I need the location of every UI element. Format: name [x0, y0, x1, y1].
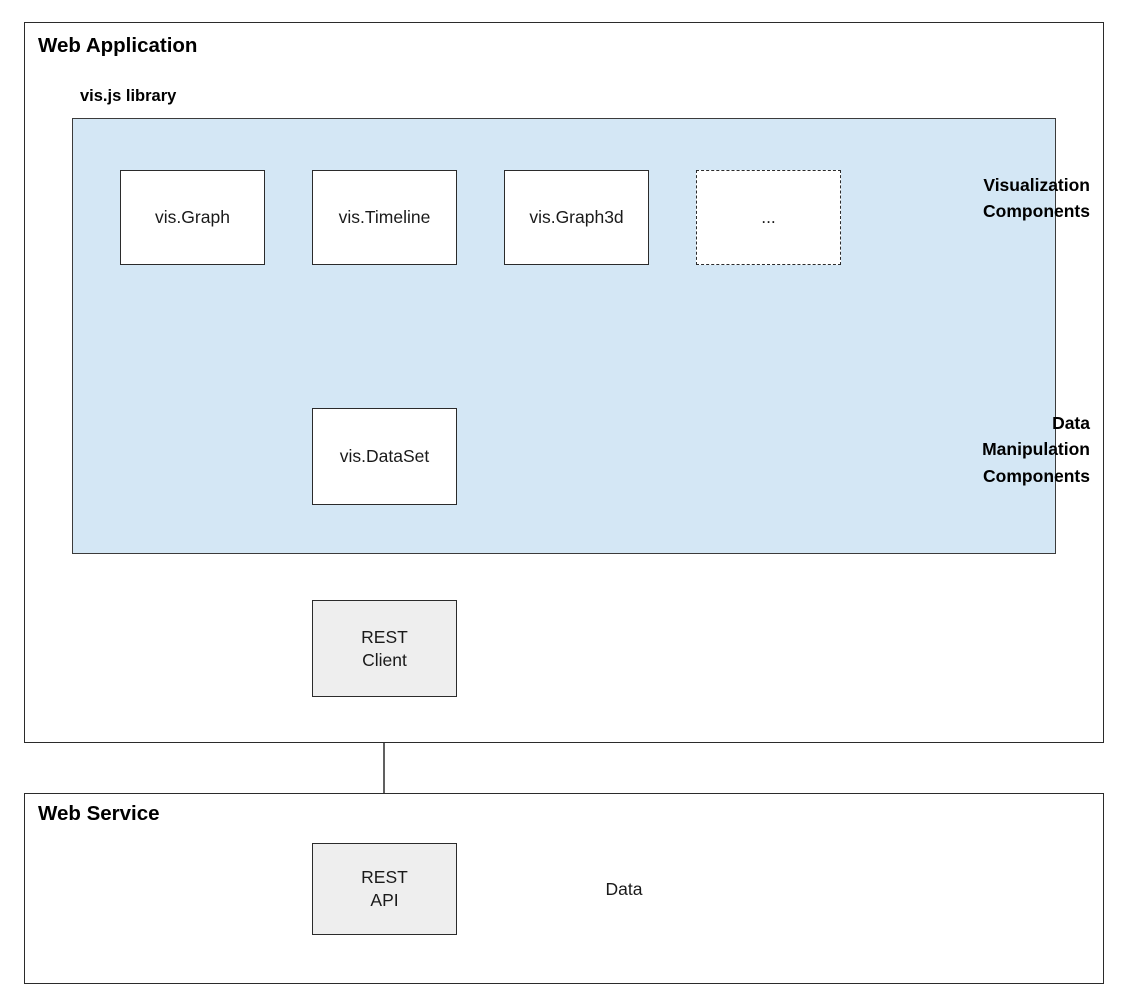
node-vis-graph3d[interactable]: vis.Graph3d	[504, 170, 649, 265]
node-vis-dataset-label: vis.DataSet	[339, 446, 430, 467]
web-application-title: Web Application	[38, 34, 198, 57]
container-web-service	[24, 793, 1104, 984]
group-label-data-manipulation: Data Manipulation Components	[982, 413, 1090, 486]
node-rest-client[interactable]: REST Client	[312, 600, 457, 697]
web-service-title: Web Service	[38, 802, 160, 825]
node-vis-graph[interactable]: vis.Graph	[120, 170, 265, 265]
node-ellipsis-label: ...	[761, 207, 776, 228]
node-rest-api-label: REST API	[361, 867, 408, 910]
node-rest-client-label: REST Client	[361, 626, 408, 670]
node-ellipsis[interactable]: ...	[696, 170, 841, 265]
node-rest-api[interactable]: REST API	[312, 843, 457, 935]
node-vis-timeline[interactable]: vis.Timeline	[312, 170, 457, 265]
node-vis-dataset[interactable]: vis.DataSet	[312, 408, 457, 505]
library-title: vis.js library	[80, 87, 177, 105]
group-label-visualization: Visualization Components	[983, 175, 1090, 222]
node-vis-graph-label: vis.Graph	[155, 207, 230, 228]
node-vis-graph3d-label: vis.Graph3d	[529, 207, 624, 228]
node-vis-timeline-label: vis.Timeline	[338, 207, 431, 228]
